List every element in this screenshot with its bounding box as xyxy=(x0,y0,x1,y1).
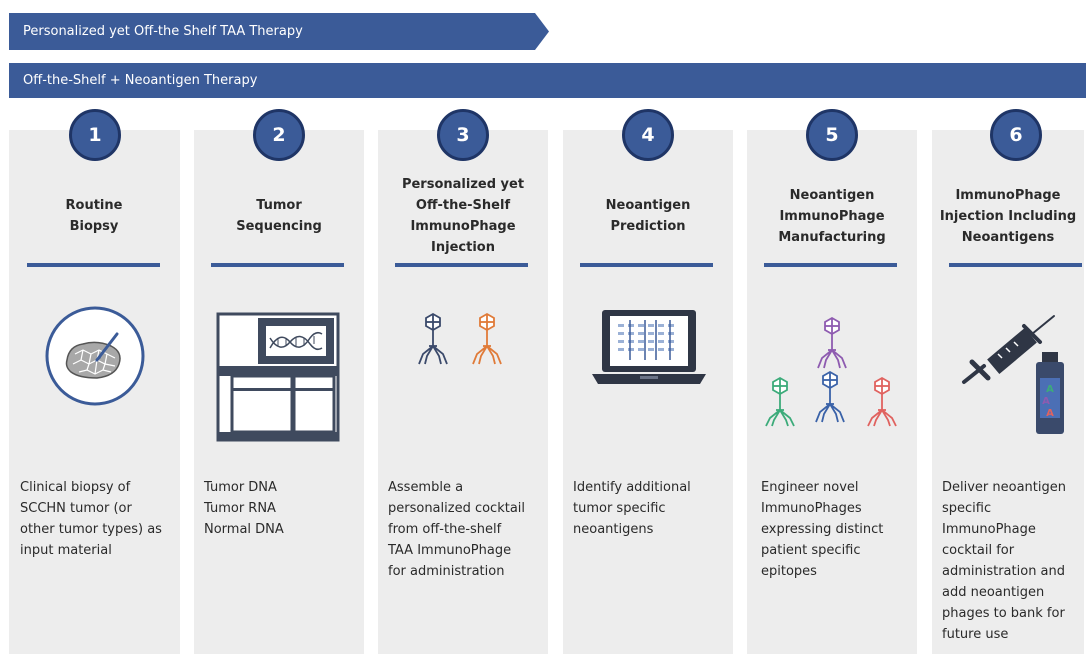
step-5-divider xyxy=(764,263,897,267)
step-3-description: Assemble a personalized cocktail from of… xyxy=(388,480,526,579)
banner-neoantigen-therapy-label: Off-the-Shelf + Neoantigen Therapy xyxy=(23,73,258,88)
banner-neoantigen-therapy: Off-the-Shelf + Neoantigen Therapy xyxy=(9,63,1086,98)
sequencer-icon xyxy=(216,312,340,442)
banner-taa-therapy: Personalized yet Off-the Shelf TAA Thera… xyxy=(9,13,549,50)
svg-text:A: A xyxy=(1046,408,1054,419)
laptop-icon xyxy=(592,310,706,384)
step-5-description: Engineer novel ImmunoPhages expressing d… xyxy=(761,480,884,579)
step-2-number: 2 xyxy=(253,109,305,161)
step-1-description: Clinical biopsy of SCCHN tumor (or other… xyxy=(20,480,162,558)
svg-text:A: A xyxy=(1046,384,1054,395)
step-3-title: Personalized yet Off-the-Shelf ImmunoPha… xyxy=(401,177,525,255)
step-4-title: Neoantigen Prediction xyxy=(605,198,691,234)
step-1-title: Routine Biopsy xyxy=(65,198,123,234)
step-1-divider xyxy=(27,263,160,267)
step-3-panel xyxy=(378,130,548,654)
step-3-divider xyxy=(395,263,528,267)
phage-pair-icon xyxy=(418,312,502,365)
step-4-number: 4 xyxy=(622,109,674,161)
step-5-title: Neoantigen ImmunoPhage Manufacturing xyxy=(778,187,886,245)
step-4-panel xyxy=(563,130,733,654)
step-6-description: Deliver neoantigen specific ImmunoPhage … xyxy=(942,480,1066,642)
syringe-vial-icon: A A A xyxy=(962,315,1064,434)
step-4-divider xyxy=(580,263,713,267)
svg-text:A: A xyxy=(1042,396,1050,407)
banner-taa-therapy-label: Personalized yet Off-the Shelf TAA Thera… xyxy=(23,24,303,39)
step-4-description: Identify additional tumor specific neoan… xyxy=(573,480,691,537)
phage-group-icon xyxy=(765,316,897,427)
step-2-divider xyxy=(211,263,344,267)
step-6-divider xyxy=(949,263,1082,267)
step-6-number: 6 xyxy=(990,109,1042,161)
step-5-number: 5 xyxy=(806,109,858,161)
step-2-description: Tumor DNA Tumor RNA Normal DNA xyxy=(204,480,284,537)
step-6-title: ImmunoPhage Injection Including Neoantig… xyxy=(939,187,1077,245)
step-3-number: 3 xyxy=(437,109,489,161)
step-2-title: Tumor Sequencing xyxy=(236,198,322,234)
step-1-number: 1 xyxy=(69,109,121,161)
biopsy-icon xyxy=(45,306,145,406)
